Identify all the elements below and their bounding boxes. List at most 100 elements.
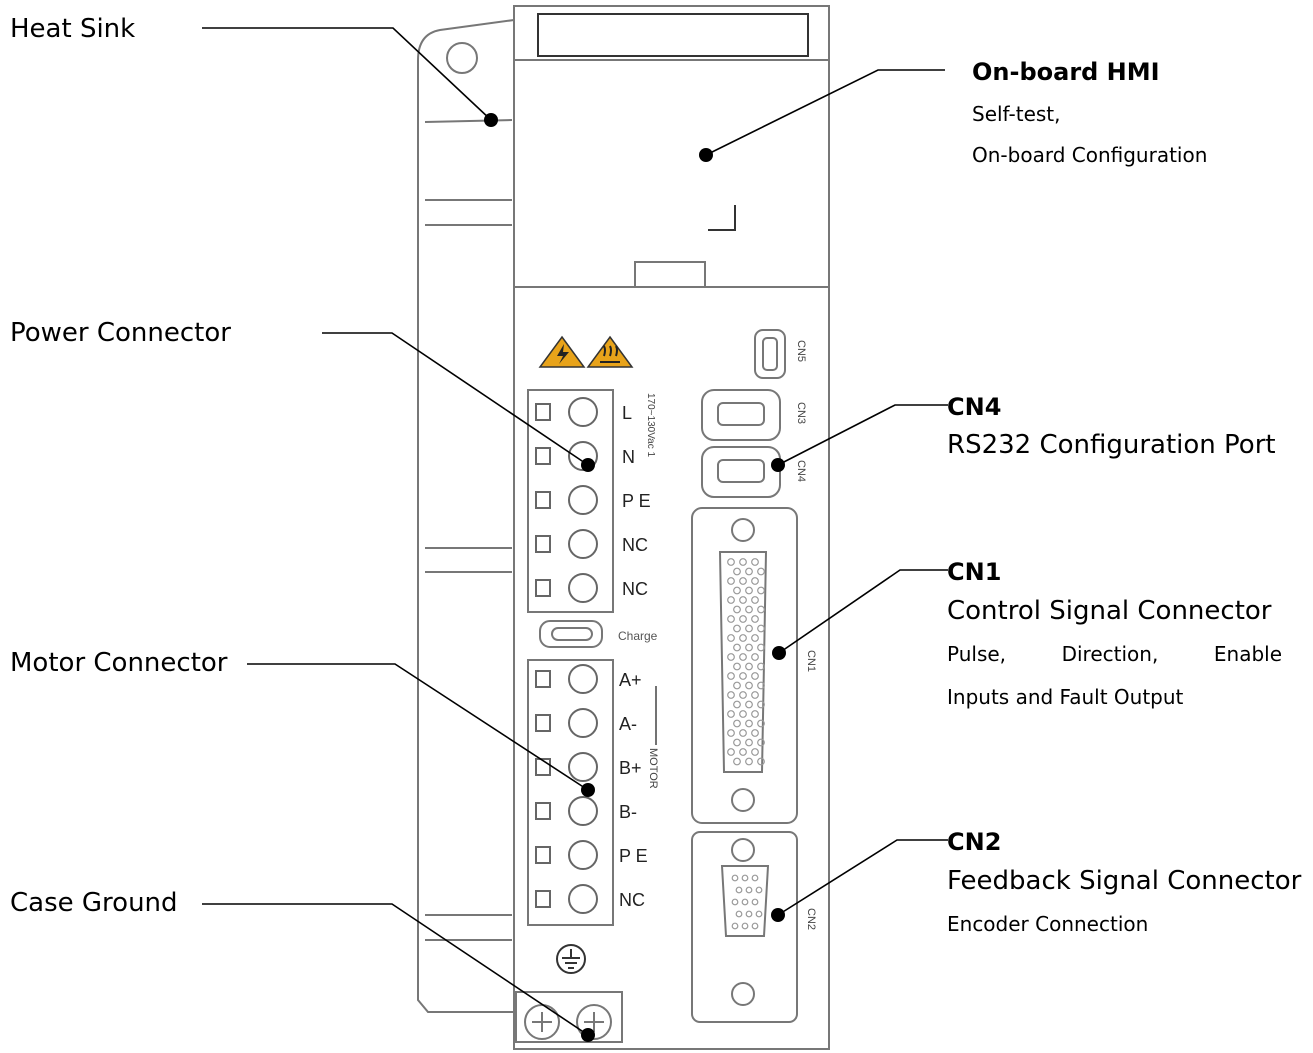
terminal-slot bbox=[535, 758, 551, 776]
cn4-label: CN4 bbox=[795, 460, 807, 482]
cn2-pin bbox=[741, 922, 749, 930]
ground-symbol-icon bbox=[556, 944, 586, 974]
cn1-pin bbox=[739, 729, 747, 737]
cn1-pin bbox=[739, 558, 747, 566]
cn1-pin bbox=[757, 586, 765, 595]
cn1-pin bbox=[739, 691, 747, 699]
case-ground-terminal bbox=[515, 991, 623, 1043]
cn5-port bbox=[754, 329, 786, 379]
cn1-detail-word: Enable bbox=[1213, 642, 1282, 666]
cn1-pin bbox=[733, 700, 741, 709]
cn1-pin bbox=[727, 596, 735, 604]
cn1-pin bbox=[733, 662, 741, 671]
cn2-pin bbox=[731, 898, 739, 906]
terminal-screw-icon bbox=[568, 529, 598, 559]
terminal-screw-icon bbox=[568, 796, 598, 826]
cn1-pin bbox=[757, 624, 765, 633]
terminal-screw-icon bbox=[568, 441, 598, 471]
cn2-leader bbox=[777, 839, 948, 916]
cn2-pin bbox=[741, 874, 749, 882]
case-ground-label: Case Ground bbox=[10, 888, 178, 918]
cn1-pin bbox=[745, 757, 753, 766]
terminal-slot bbox=[535, 403, 551, 421]
cn1-pin bbox=[739, 634, 747, 642]
cn1-pin bbox=[745, 738, 753, 747]
cn4-dot bbox=[771, 458, 785, 472]
cn1-pin bbox=[745, 662, 753, 671]
hmi-title: On-board HMI bbox=[972, 58, 1160, 86]
cn1-pin bbox=[733, 567, 741, 576]
cn1-pin bbox=[733, 738, 741, 747]
motor-terminal-label: B- bbox=[619, 802, 637, 822]
cn1-detail-word: Direction, bbox=[1061, 642, 1159, 666]
cn1-pin bbox=[757, 605, 765, 614]
high-voltage-warning-icon bbox=[538, 335, 586, 368]
cn1-pin bbox=[757, 681, 765, 690]
cn1-pin bbox=[745, 719, 753, 728]
cn2-pin bbox=[755, 886, 763, 894]
terminal-screw-icon bbox=[568, 708, 598, 738]
cn1-pin bbox=[727, 634, 735, 642]
cn1-pin bbox=[739, 577, 747, 585]
screw-icon bbox=[576, 1004, 612, 1040]
power-terminal-label: L bbox=[622, 403, 632, 423]
hmi-leader bbox=[705, 69, 945, 156]
terminal-screw-icon bbox=[568, 884, 598, 914]
hmi-corner-mark bbox=[708, 205, 736, 231]
cn1-pin bbox=[745, 567, 753, 576]
cn2-pin bbox=[735, 910, 743, 918]
cn1-pin bbox=[727, 748, 735, 756]
cn1-leader bbox=[778, 569, 948, 654]
cn2-pin bbox=[731, 922, 739, 930]
terminal-slot bbox=[535, 670, 551, 688]
motor-terminal-circles bbox=[535, 664, 598, 914]
cn1-pin bbox=[727, 653, 735, 661]
terminal-slot bbox=[535, 491, 551, 509]
motor-connector-leader bbox=[247, 663, 589, 791]
cn1-pin bbox=[751, 615, 759, 623]
cn1-pin bbox=[751, 653, 759, 661]
cn1-pin bbox=[757, 757, 765, 766]
cn1-pin bbox=[751, 596, 759, 604]
cn2-pin bbox=[755, 910, 763, 918]
cn1-pin bbox=[727, 558, 735, 566]
terminal-screw-icon bbox=[568, 397, 598, 427]
cn1-pin bbox=[751, 691, 759, 699]
cn2-pin bbox=[745, 910, 753, 918]
cn1-pin bbox=[745, 586, 753, 595]
cn1-pin bbox=[733, 586, 741, 595]
cn1-pin bbox=[727, 615, 735, 623]
cn1-pin bbox=[739, 672, 747, 680]
cn1-port bbox=[691, 507, 798, 824]
motor-connector-dot bbox=[581, 783, 595, 797]
terminal-screw-icon bbox=[568, 664, 598, 694]
cn1-pin bbox=[745, 605, 753, 614]
cn1-pin bbox=[739, 615, 747, 623]
cn1-detail-line1: Pulse, Direction, Enable bbox=[947, 642, 1282, 666]
cn1-pin bbox=[727, 577, 735, 585]
cn1-detail-line2: Inputs and Fault Output bbox=[947, 685, 1184, 709]
cn1-pin bbox=[757, 700, 765, 709]
cn4-port bbox=[701, 446, 781, 498]
drive-body bbox=[513, 5, 830, 1050]
cn1-pin bbox=[733, 757, 741, 766]
cn1-pin bbox=[745, 700, 753, 709]
mount-hole-icon bbox=[446, 42, 478, 74]
cn2-label: CN2 bbox=[805, 908, 817, 930]
cn2-detail: Encoder Connection bbox=[947, 912, 1149, 936]
cn1-pin bbox=[751, 729, 759, 737]
cn2-pin bbox=[731, 874, 739, 882]
heat-sink-leader bbox=[202, 27, 492, 121]
cn2-desc: Feedback Signal Connector bbox=[947, 866, 1302, 896]
power-terminal-block bbox=[527, 389, 614, 613]
cn1-pin bbox=[757, 567, 765, 576]
cn1-pin bbox=[733, 719, 741, 728]
power-terminal-circles bbox=[535, 397, 598, 603]
cn1-pin bbox=[757, 662, 765, 671]
top-label-plate bbox=[537, 13, 809, 57]
cn4-title: CN4 bbox=[947, 393, 1002, 421]
cn2-title: CN2 bbox=[947, 828, 1002, 856]
cn4-leader bbox=[777, 404, 948, 466]
motor-connector-label: Motor Connector bbox=[10, 648, 228, 678]
hot-surface-warning-icon bbox=[586, 335, 634, 368]
